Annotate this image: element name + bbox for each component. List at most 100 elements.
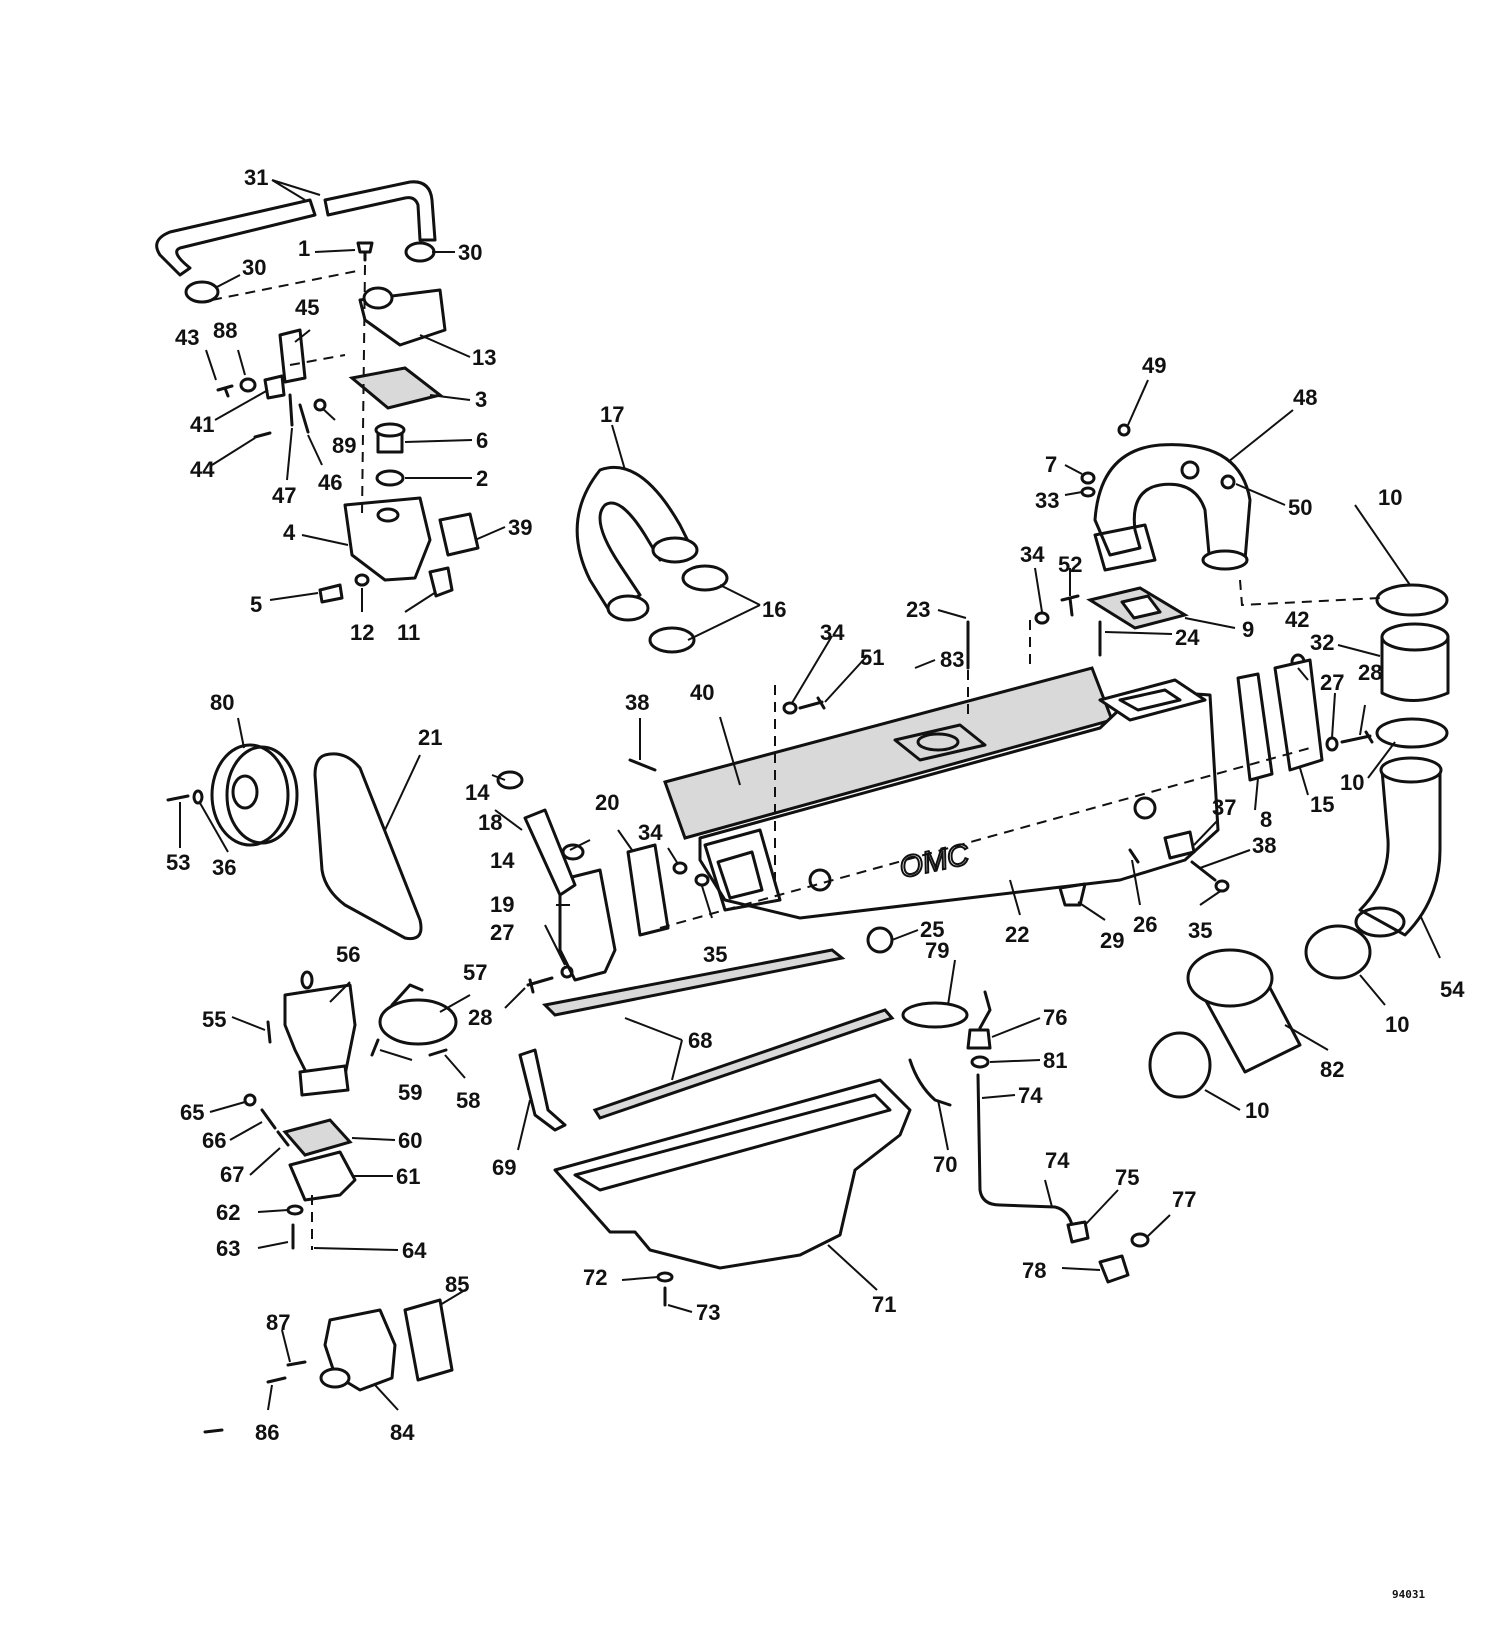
callout-10-bottom: 10	[1245, 1098, 1269, 1123]
callout-63: 63	[216, 1236, 240, 1261]
water-housing-port	[376, 507, 400, 523]
bolt-53	[166, 794, 190, 802]
callout-49: 49	[1142, 353, 1166, 378]
callout-62: 62	[216, 1200, 240, 1225]
screw-1	[356, 241, 374, 262]
clamp-16-a	[681, 564, 729, 592]
hose-31-right	[323, 180, 437, 242]
water-pump-pulley	[319, 1367, 351, 1389]
callout-12: 12	[350, 620, 374, 645]
nut-35-right	[1214, 879, 1230, 893]
callout-7: 7	[1045, 452, 1057, 477]
bolt-28-left	[526, 976, 554, 994]
callout-10-mid: 10	[1340, 770, 1364, 795]
callout-20: 20	[595, 790, 619, 815]
gasket-60	[282, 1118, 353, 1157]
callout-10-lower: 10	[1385, 1012, 1409, 1037]
callout-76: 76	[1043, 1005, 1067, 1030]
callout-30-right: 30	[458, 240, 482, 265]
callout-11: 11	[397, 620, 420, 645]
dipstick-tube-74	[976, 1073, 1074, 1227]
elbow-48-hole	[1180, 460, 1200, 480]
stud-38-right	[1190, 860, 1217, 882]
callout-43: 43	[175, 325, 199, 350]
callout-28-left: 28	[468, 1005, 492, 1030]
manifold-22-riser-port	[1118, 688, 1182, 712]
exhaust-elbow-48	[1093, 443, 1252, 567]
callout-22: 22	[1005, 922, 1029, 947]
nut-35-left	[694, 873, 710, 887]
elbow-48-flange	[1093, 523, 1157, 572]
callout-14-top: 14	[465, 780, 490, 805]
cover-19	[558, 868, 617, 982]
callout-16: 16	[762, 597, 786, 622]
oil-pickup-57	[378, 998, 458, 1046]
manifold-22-top-port	[893, 723, 987, 762]
nut-7	[1080, 471, 1096, 485]
bolt-28-right	[1340, 730, 1374, 744]
callout-88: 88	[213, 318, 237, 343]
bracket-45	[278, 328, 307, 384]
snap-ring-79	[901, 1001, 969, 1029]
nut-34-lower	[672, 861, 688, 875]
oil-pickup-tube	[390, 983, 424, 1007]
gasket-3	[348, 366, 444, 410]
callout-51: 51	[860, 645, 884, 670]
callout-50: 50	[1288, 495, 1312, 520]
callout-64: 64	[402, 1238, 427, 1263]
callout-56: 56	[336, 942, 360, 967]
callout-31: 31	[244, 165, 268, 190]
callout-27-left: 27	[490, 920, 514, 945]
callout-85: 85	[445, 1272, 469, 1297]
assembly-line-gasket	[967, 620, 1031, 720]
plug-49	[1117, 423, 1131, 437]
elbow-48-outlet	[1201, 549, 1249, 571]
callout-70: 70	[933, 1152, 957, 1177]
baffle-69	[518, 1048, 567, 1132]
callout-40: 40	[690, 680, 714, 705]
callout-5: 5	[250, 592, 262, 617]
callout-41: 41	[190, 412, 214, 437]
sensor-11	[428, 566, 454, 598]
spring-47	[288, 393, 294, 427]
callout-34-lower: 34	[638, 820, 663, 845]
clamp-14-bottom	[561, 843, 585, 861]
pan-gasket-68-lower	[592, 1008, 895, 1120]
screw-58	[428, 1048, 448, 1057]
pan-gasket-68-upper	[541, 948, 846, 1017]
assembly-line-manifold	[659, 685, 1311, 929]
callout-23: 23	[906, 597, 930, 622]
hose-31-left	[155, 198, 317, 277]
callout-10-top: 10	[1378, 485, 1402, 510]
water-housing-4	[343, 496, 432, 582]
clamp-14-top	[496, 770, 524, 790]
callout-57: 57	[463, 960, 487, 985]
callout-34-mid: 34	[820, 620, 845, 645]
callout-26: 26	[1133, 912, 1157, 937]
bolt-51	[798, 696, 826, 710]
callout-75: 75	[1115, 1165, 1139, 1190]
plate-15	[1273, 658, 1324, 772]
callout-69: 69	[492, 1155, 516, 1180]
manifold-22-riser	[1098, 678, 1207, 722]
cap-76	[966, 1028, 992, 1050]
callout-73: 73	[696, 1300, 720, 1325]
bolt-spare	[203, 1428, 224, 1434]
thermostat-housing-neck	[362, 286, 394, 310]
callout-58: 58	[456, 1088, 480, 1113]
gasket-39	[438, 512, 480, 557]
callout-34-top: 34	[1020, 542, 1045, 567]
callout-24: 24	[1175, 625, 1200, 650]
nut-34-mid	[782, 701, 798, 715]
oil-pump-shaft	[300, 970, 314, 990]
callout-labels: 31 1 30 30 45 13 3 6 2 39 4 5 12 11 43 8…	[166, 165, 1465, 1445]
sleeve-32	[1380, 635, 1450, 702]
callout-33: 33	[1035, 488, 1059, 513]
plate-20	[626, 843, 670, 937]
callout-29: 29	[1100, 928, 1124, 953]
callout-47: 47	[272, 483, 296, 508]
manifold-22-end-port	[716, 850, 764, 900]
clamp-10-top	[1375, 583, 1449, 617]
callout-77: 77	[1172, 1187, 1196, 1212]
manifold-22-port-b	[1133, 796, 1157, 820]
